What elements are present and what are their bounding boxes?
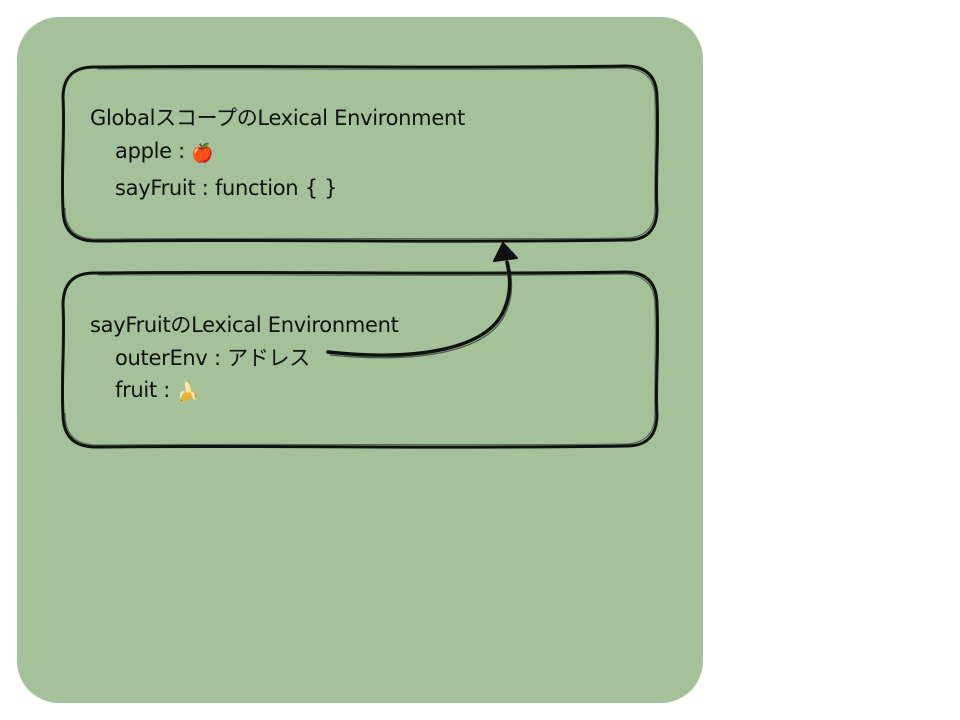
fruit-key: fruit: [115, 378, 157, 402]
global-env-row-apple: apple : 🍎: [115, 139, 214, 164]
global-env-box-sketch: [64, 67, 656, 240]
outerenv-separator: :: [207, 346, 228, 370]
fruit-separator: :: [156, 378, 177, 402]
global-env-title: GlobalスコープのLexical Environment: [90, 102, 465, 132]
global-env-row-sayfruit: sayFruit : function { }: [115, 176, 338, 200]
outerenv-key: outerEnv: [115, 346, 208, 370]
sayfruit-separator: :: [195, 176, 215, 200]
global-env-title-text: GlobalスコープのLexical Environment: [90, 106, 465, 130]
global-env-box: [60, 64, 660, 243]
sayfruit-env-box: [60, 270, 660, 449]
banana-icon: 🍌: [176, 382, 199, 403]
apple-key: apple: [115, 139, 172, 163]
sayfruit-env-title-text: sayFruitのLexical Environment: [90, 313, 399, 337]
diagram-panel: [17, 17, 703, 703]
outerenv-value: アドレス: [227, 346, 310, 370]
sayfruit-key: sayFruit: [115, 176, 196, 200]
sayfruit-env-box-sketch: [64, 273, 656, 446]
outer-env-arrow-sketch: [329, 263, 513, 359]
sayfruit-env-title: sayFruitのLexical Environment: [90, 309, 399, 339]
outer-env-arrow-head: [493, 242, 518, 262]
apple-icon: 🍎: [191, 143, 214, 164]
sayfruit-value: function { }: [214, 176, 338, 200]
outer-env-arrow: [326, 260, 512, 357]
sayfruit-env-row-outerenv: outerEnv : アドレス: [115, 342, 310, 372]
apple-separator: :: [171, 139, 192, 163]
sayfruit-env-row-fruit: fruit : 🍌: [115, 378, 199, 403]
